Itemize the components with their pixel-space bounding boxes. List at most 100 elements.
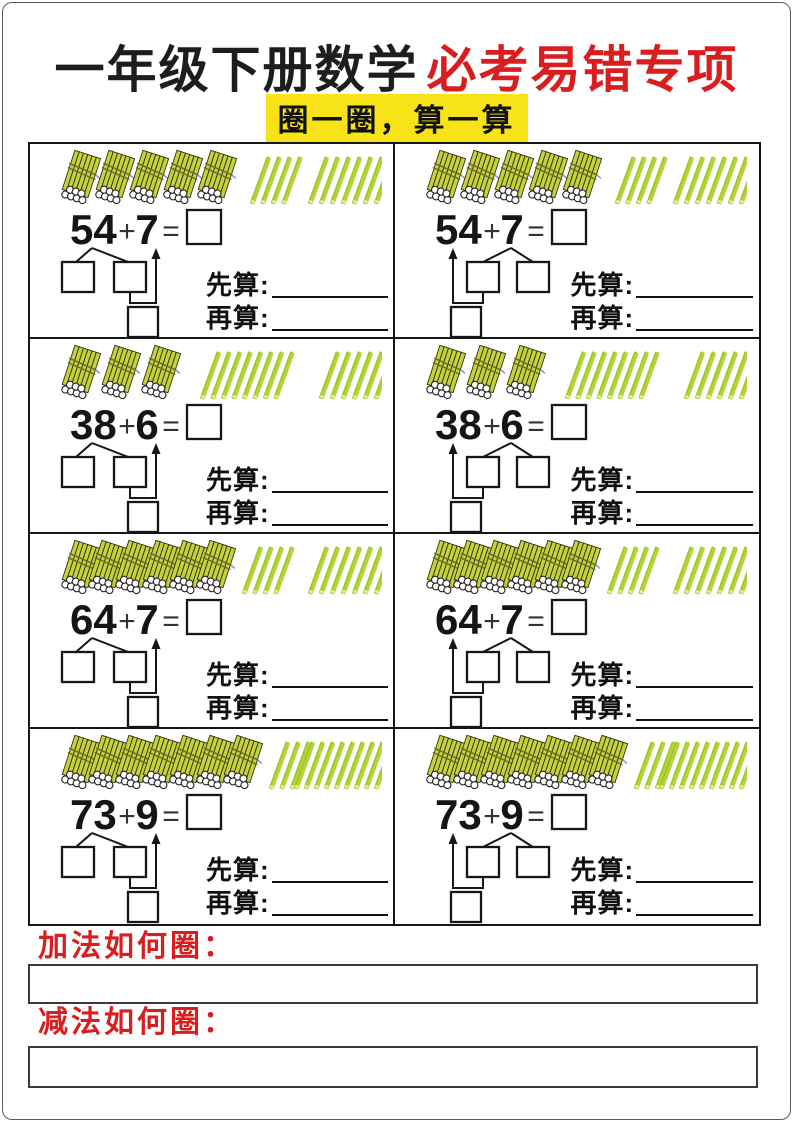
first-calc-blank[interactable] [271,666,388,688]
answer-box[interactable] [185,598,223,636]
part-box-2[interactable] [515,260,550,294]
single-stick [635,156,657,205]
single-stick [688,741,710,790]
first-calc-blank[interactable] [636,471,753,493]
single-stick [728,741,747,790]
part-box-1[interactable] [465,650,500,684]
single-stick [672,156,694,205]
part-box-2[interactable] [112,845,148,879]
part-box-1[interactable] [465,455,500,489]
part-box-1[interactable] [60,260,96,294]
subtraction-answer-box[interactable] [28,1046,758,1088]
answer-box[interactable] [550,208,587,246]
part-box-1[interactable] [60,845,96,879]
plus-sign: + [118,215,136,248]
plus-sign: + [118,410,136,443]
addend1: 64 [70,596,117,643]
part-box-1[interactable] [60,650,96,684]
single-stick [323,741,345,790]
stick-bundle [196,539,237,595]
single-stick [738,741,747,790]
part-box-1[interactable] [465,260,500,294]
connector-line [451,641,484,694]
first-calc-blank[interactable] [636,666,753,688]
answer-box[interactable] [185,403,223,441]
result-box[interactable] [126,500,160,532]
first-calc-blank[interactable] [636,276,753,298]
answer-box[interactable] [185,793,223,831]
first-calc-blank[interactable] [636,861,753,883]
then-calc-row: 再算: [206,695,388,721]
single-stick [318,546,340,595]
first-calc-blank[interactable] [271,276,388,298]
stick-bundle [61,149,102,205]
single-stick [241,546,263,595]
result-box[interactable] [126,305,160,337]
stick-bundle [129,149,170,205]
single-stick [270,156,292,205]
result-box[interactable] [126,890,160,924]
arrow-head [151,443,161,454]
result-box[interactable] [449,695,482,727]
answer-box[interactable] [550,403,587,441]
then-calc-blank[interactable] [636,309,753,331]
single-stick [362,546,382,595]
result-box[interactable] [449,305,482,337]
then-calc-blank[interactable] [636,894,753,916]
single-stick [373,156,382,205]
problem-cell: 38+6= 先算: 再算: [394,339,759,534]
single-stick [199,351,221,400]
stick-bundle [101,344,142,400]
problem-cell: 73+9= 先算: 再算: [395,729,760,924]
first-calc-row: 先算: [206,272,388,298]
first-calc-row: 先算: [206,467,388,493]
part-box-2[interactable] [112,455,148,489]
stick-bundle [95,149,136,205]
answer-box[interactable] [185,208,223,246]
part-box-2[interactable] [515,650,550,684]
equals-sign: = [527,605,545,638]
stick-bundle [88,734,129,790]
stick-bundle [425,149,466,205]
result-box[interactable] [126,695,160,727]
then-calc-blank[interactable] [271,699,388,721]
result-box[interactable] [449,500,482,532]
plus-sign: + [118,800,136,833]
then-calc-blank[interactable] [271,309,388,331]
then-calc-blank[interactable] [271,504,388,526]
part-box-1[interactable] [465,845,500,879]
part-box-2[interactable] [515,455,550,489]
addition-answer-box[interactable] [28,964,758,1004]
connector-line [129,641,157,694]
first-calc-blank[interactable] [271,861,388,883]
part-box-1[interactable] [60,455,96,489]
single-stick [698,741,720,790]
first-calc-row: 先算: [571,857,753,883]
single-stick [694,546,716,595]
single-stick [606,351,628,400]
then-calc-blank[interactable] [271,894,388,916]
answer-box[interactable] [550,793,587,831]
addend2: 9 [500,791,523,838]
result-box[interactable] [449,890,482,924]
then-calc-label: 再算: [570,498,635,528]
plus-sign: + [483,800,501,833]
then-calc-blank[interactable] [636,504,753,526]
part-box-2[interactable] [112,650,148,684]
single-stick [373,351,382,400]
connector-line [129,836,157,889]
addend1: 54 [435,206,482,253]
first-calc-blank[interactable] [271,471,388,493]
part-box-2[interactable] [515,845,550,879]
single-stick [281,156,303,205]
addend1: 54 [70,206,117,253]
then-calc-blank[interactable] [636,699,753,721]
single-stick [727,351,747,400]
answer-box[interactable] [550,598,587,636]
single-stick [249,156,271,205]
stick-bundle [223,734,264,790]
part-box-2[interactable] [112,260,148,294]
single-stick [273,546,295,595]
then-calc-row: 再算: [206,890,388,916]
single-stick [668,741,690,790]
